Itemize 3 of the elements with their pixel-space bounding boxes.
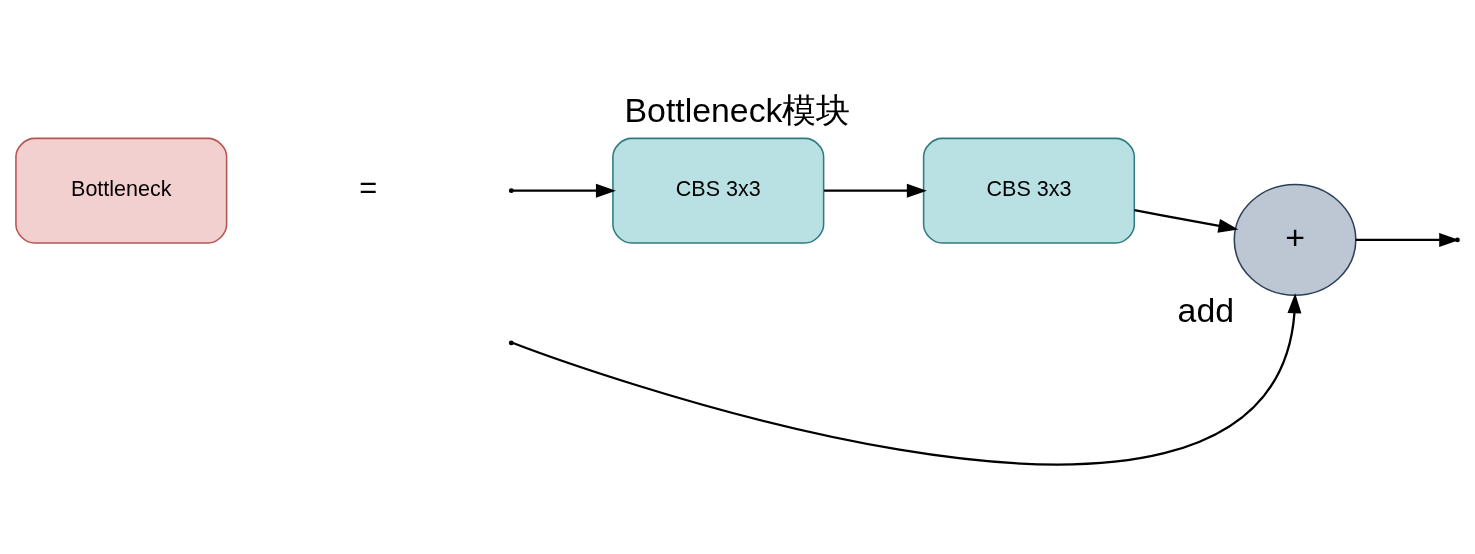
node-label: add — [1177, 291, 1235, 330]
diagram-title: Bottleneck模块 — [624, 91, 851, 130]
label: = — [359, 170, 378, 206]
